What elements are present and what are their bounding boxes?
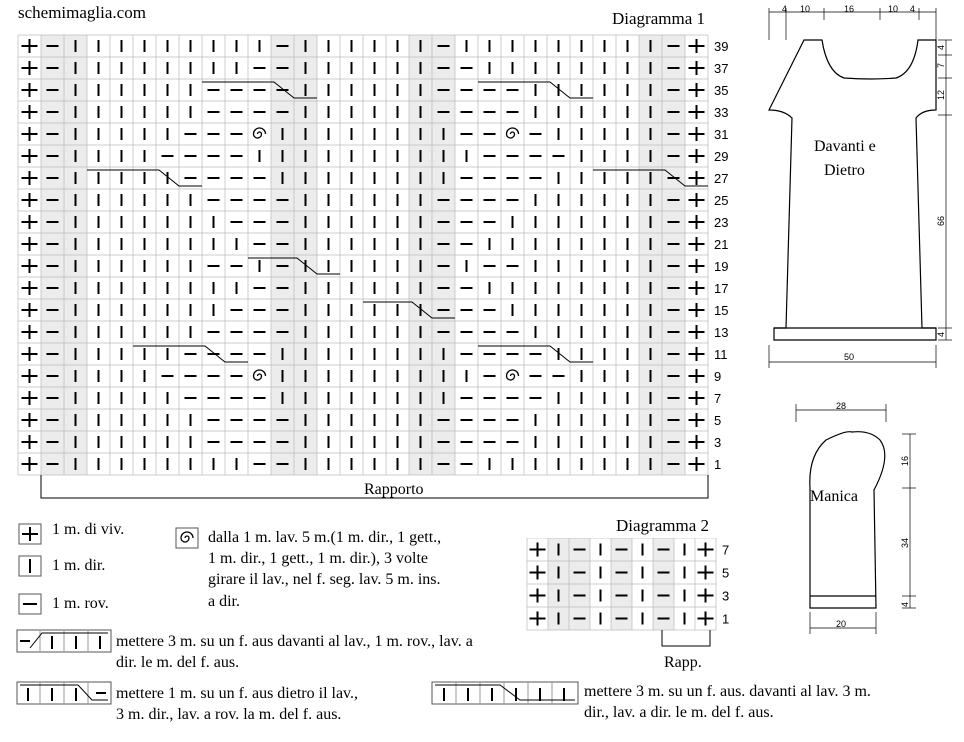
sleeve-bottom-dim: 20 [836,619,846,629]
front-right-dim-3: 12 [936,90,946,100]
svg-text:29: 29 [714,149,728,164]
diagram2-title: Diagramma 2 [616,516,709,535]
sleeve-outline [809,431,886,609]
front-label-1: Davanti e [814,138,876,155]
front-right-dim-1: 4 [936,45,946,50]
legend-cable-c-2: dir., lav. a dir. le m. del f. aus. [584,704,774,721]
diagram1-repeat-label: Rapporto [364,481,424,498]
diagram2-chart: 7 5 3 1 [526,538,729,647]
svg-text:27: 27 [714,171,728,186]
front-top-dim-3: 16 [844,4,854,14]
front-outline [768,39,937,341]
svg-text:21: 21 [714,237,728,252]
front-top-dim-1: 4 [782,4,787,14]
legend-bobble-4: a dir. [208,593,240,610]
svg-text:31: 31 [714,127,728,142]
svg-text:7: 7 [722,543,729,558]
front-top-dim-2: 10 [800,4,810,14]
svg-text:1: 1 [714,457,721,472]
svg-text:23: 23 [714,215,728,230]
diagram1-title: Diagramma 1 [612,9,705,28]
sleeve-right-dim-2: 34 [900,538,910,548]
svg-text:1: 1 [722,612,729,627]
legend-bobble-1: dalla 1 m. lav. 5 m.(1 m. dir., 1 gett., [208,529,442,546]
svg-text:9: 9 [714,369,721,384]
legend-selvedge: 1 m. di viv. [52,521,125,538]
legend-knit: 1 m. dir. [52,557,106,574]
front-top-dim-4: 10 [888,4,898,14]
legend-purl: 1 m. rov. [52,595,109,612]
svg-text:5: 5 [722,566,729,581]
legend-cable-b-1: mettere 1 m. su un f. aus dietro il lav.… [116,685,359,702]
legend-cable-a-1: mettere 3 m. su un f. aus davanti al lav… [116,633,473,650]
svg-text:13: 13 [714,325,728,340]
sleeve-schematic: 28 16 34 4 20 [795,401,916,634]
sleeve-top-dim: 28 [836,401,846,411]
front-bottom-dim: 50 [844,352,854,362]
svg-text:17: 17 [714,281,728,296]
legend-cable-b-2: 3 m. dir., lav. a rov. la m. del f. aus. [116,706,342,723]
diagram1-grid [17,34,709,476]
sleeve-label: Manica [810,488,858,505]
sleeve-right-dim-3: 4 [900,602,910,607]
front-top-dim-5: 4 [910,4,915,14]
svg-text:25: 25 [714,193,728,208]
front-back-schematic: 4 10 16 10 4 4 7 12 66 4 50 [768,4,952,368]
svg-text:19: 19 [714,259,728,274]
diagram1-stitches [21,39,708,471]
svg-text:37: 37 [714,61,728,76]
sleeve-right-dim-1: 16 [900,456,910,466]
svg-text:7: 7 [714,391,721,406]
diagram2-repeat-bracket [661,630,711,647]
svg-text:15: 15 [714,303,728,318]
svg-text:5: 5 [714,413,721,428]
svg-text:3: 3 [722,589,729,604]
svg-text:11: 11 [714,347,728,362]
diagram1-repeat-bracket [40,475,709,499]
diagram2-repeat-label: Rapp. [664,654,702,671]
front-label-2: Dietro [824,162,865,179]
legend-cable-c-1: mettere 3 m. su un f. aus. davanti al la… [584,683,871,700]
svg-text:39: 39 [714,39,728,54]
front-right-dim-4: 66 [936,216,946,226]
front-right-dim-2: 7 [936,63,946,68]
svg-text:33: 33 [714,105,728,120]
svg-text:3: 3 [714,435,721,450]
legend-symbols [16,523,579,705]
svg-text:35: 35 [714,83,728,98]
legend-bobble-3: girare il lav., nel f. seg. lav. 5 m. in… [208,571,441,588]
legend-bobble-2: 1 m. dir., 1 gett., 1 m. dir.), 3 volte [208,550,428,567]
legend-cable-a-2: dir. le m. del f. aus. [116,654,240,671]
front-right-dim-5: 4 [936,332,946,337]
site-name: schemimaglia.com [18,3,146,22]
